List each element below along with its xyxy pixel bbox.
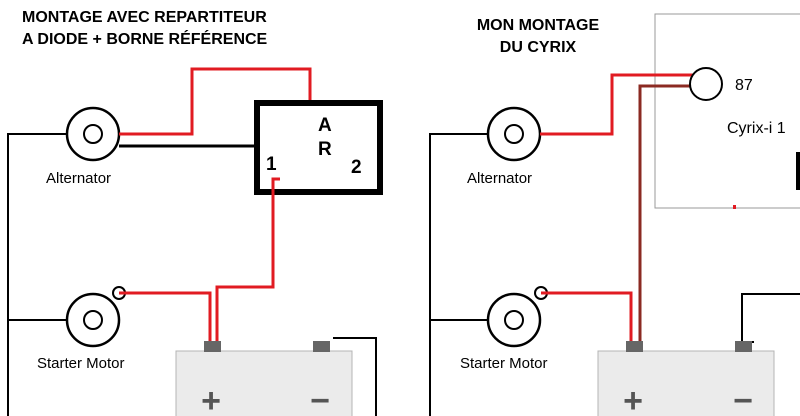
left-battery-post-minus bbox=[313, 341, 330, 352]
left-battery-plus-sign: + bbox=[201, 382, 221, 416]
left-alternator bbox=[65, 106, 121, 162]
left-battery-minus-sign: − bbox=[310, 382, 330, 416]
right-battery bbox=[597, 341, 775, 416]
cyrix-box bbox=[654, 13, 800, 209]
right-battery-plus-sign: + bbox=[623, 382, 643, 416]
right-battery-post-minus bbox=[735, 341, 752, 352]
left-diagram: MONTAGE AVEC REPARTITEUR A DIODE + BORNE… bbox=[7, 9, 383, 416]
right-red-wire-starter-battery bbox=[541, 291, 633, 345]
left-battery-post-plus bbox=[204, 341, 221, 352]
left-title-line2: A DIODE + BORNE RÉFÉRENCE bbox=[22, 29, 268, 48]
cyrix-terminal-circle bbox=[689, 67, 723, 101]
left-red-wire-alternator-a bbox=[119, 67, 312, 136]
splitter-terminal-2: 2 bbox=[351, 157, 362, 178]
left-battery bbox=[175, 341, 353, 416]
diode-splitter-box bbox=[254, 100, 383, 195]
right-alternator-label: Alternator bbox=[467, 170, 532, 187]
left-starter-label: Starter Motor bbox=[37, 355, 125, 372]
cyrix-red-mark bbox=[733, 205, 736, 209]
splitter-terminal-a: A bbox=[318, 115, 332, 136]
right-battery-post-plus bbox=[626, 341, 643, 352]
left-title-line1: MONTAGE AVEC REPARTITEUR bbox=[22, 9, 267, 26]
right-starter-motor bbox=[486, 286, 548, 348]
cyrix-terminal-87: 87 bbox=[735, 77, 753, 94]
right-red-wire-alternator-cyrix bbox=[540, 73, 706, 136]
right-brown-wire-cyrix-battery bbox=[638, 84, 706, 345]
right-ground-wire-top bbox=[429, 133, 487, 416]
left-ground-wire-top bbox=[7, 133, 66, 416]
right-starter-label: Starter Motor bbox=[460, 355, 548, 372]
left-alternator-label: Alternator bbox=[46, 170, 111, 187]
splitter-terminal-r: R bbox=[318, 139, 332, 160]
right-diagram: MON MONTAGE DU CYRIX 87 Cyrix-i 1 Altern… bbox=[429, 13, 800, 416]
right-battery-minus-sign: − bbox=[733, 382, 753, 416]
cyrix-label: Cyrix-i 1 bbox=[727, 120, 786, 137]
left-ground-wire-battery bbox=[333, 337, 377, 416]
splitter-terminal-1: 1 bbox=[266, 154, 277, 175]
right-title-line2: DU CYRIX bbox=[500, 39, 577, 56]
left-starter-motor bbox=[65, 286, 126, 348]
cyrix-connector-mark bbox=[796, 152, 800, 190]
right-ground-wire-battery bbox=[741, 293, 800, 343]
left-red-wire-output1-battery bbox=[215, 177, 280, 345]
right-title-line1: MON MONTAGE bbox=[477, 17, 600, 34]
left-red-wire-starter-battery bbox=[119, 291, 212, 345]
right-alternator bbox=[486, 106, 542, 162]
